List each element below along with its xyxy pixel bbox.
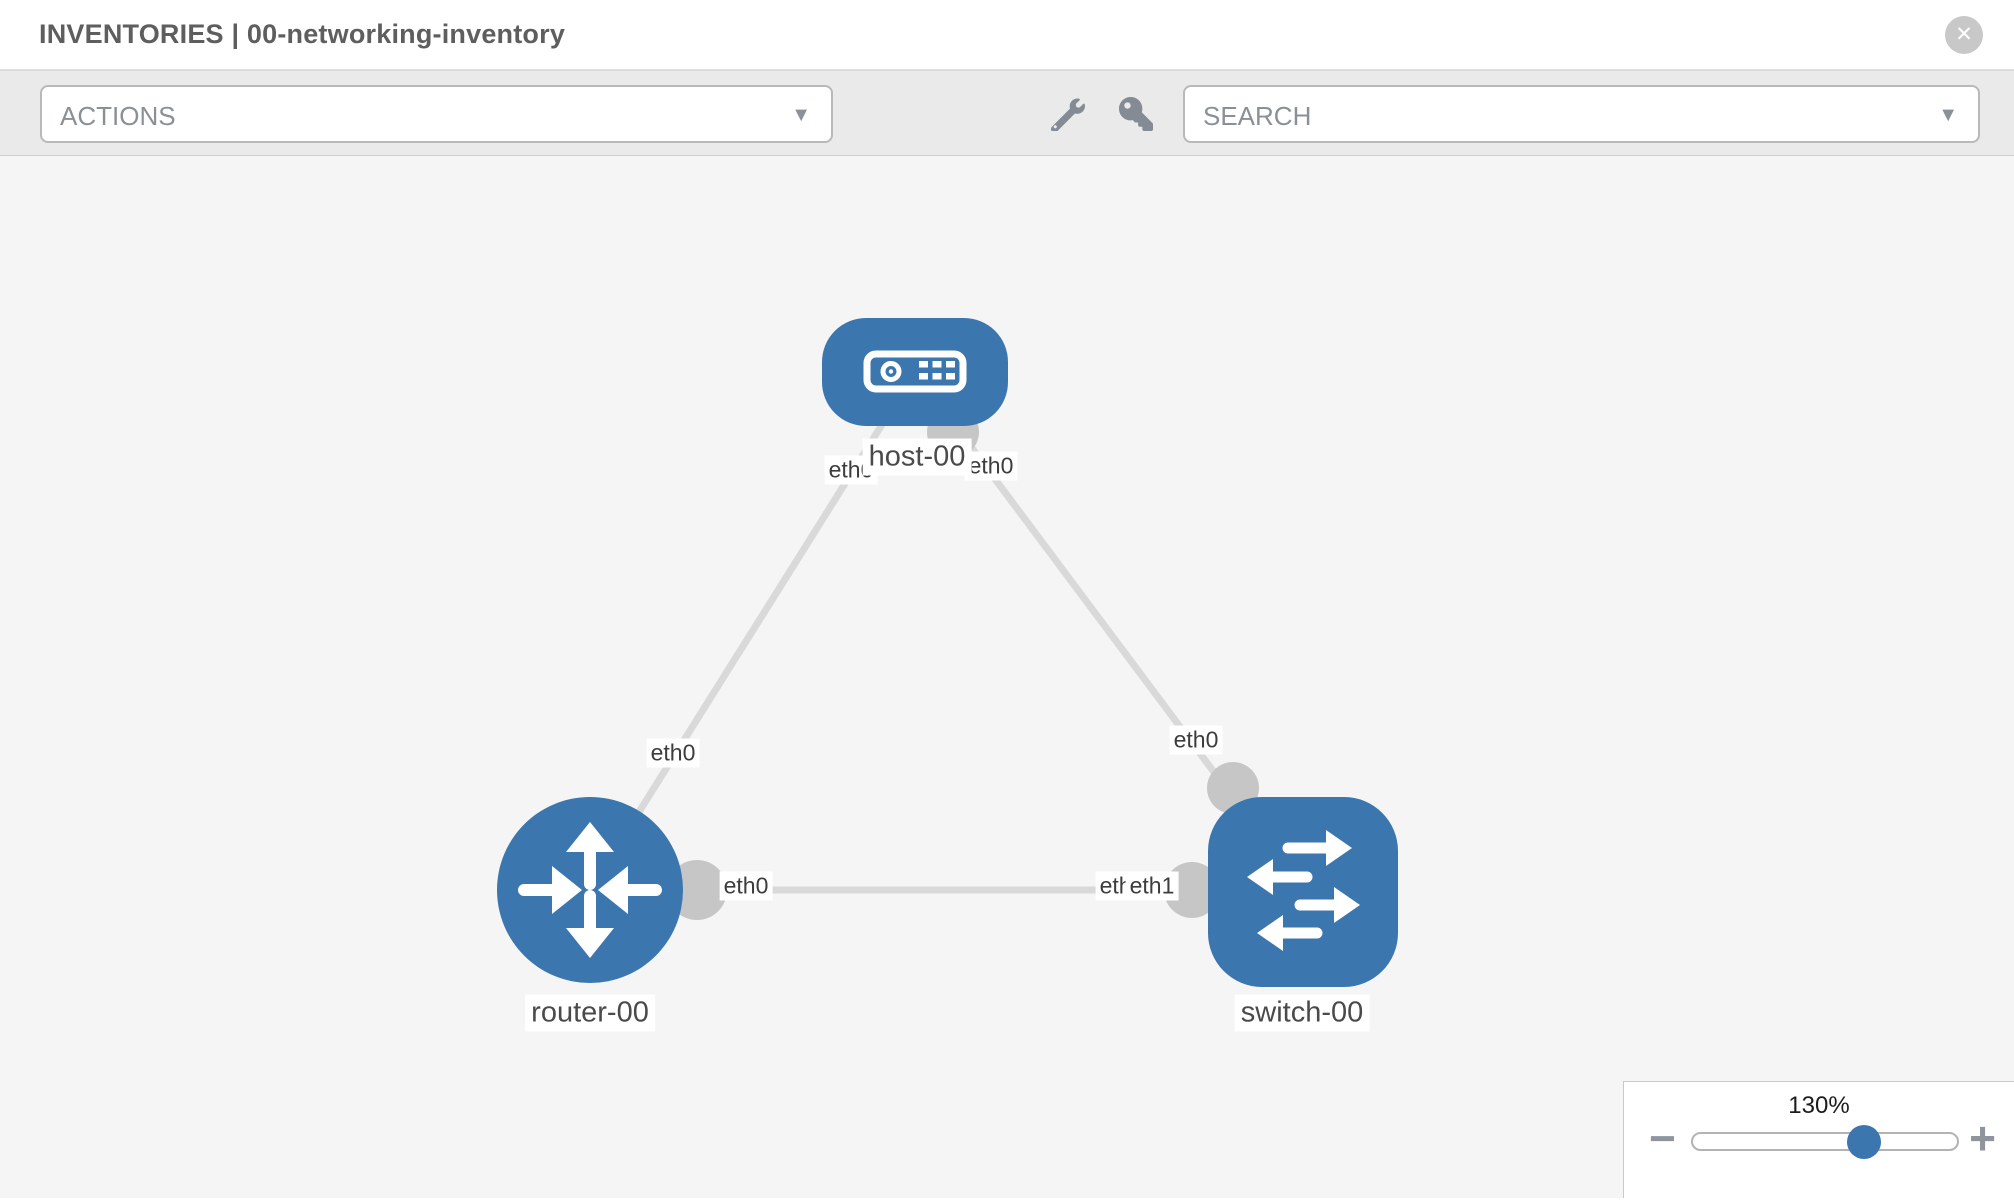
node-switch-00[interactable] [1208, 797, 1398, 987]
wrench-icon[interactable] [1050, 97, 1086, 133]
search-dropdown-label: SEARCH [1203, 101, 1312, 131]
zoom-in-plus-icon[interactable]: + [1969, 1112, 1996, 1164]
zoom-out-minus-icon[interactable]: − [1649, 1112, 1676, 1164]
actions-dropdown[interactable]: ACTIONS ▼ [40, 85, 833, 143]
zoom-slider-track[interactable] [1691, 1125, 1959, 1159]
router-arrows-icon [518, 822, 662, 958]
caret-down-icon: ▼ [1938, 104, 1958, 126]
toolbar: ACTIONS ▼ SEARCH ▼ [0, 70, 2014, 156]
caret-down-icon: ▼ [791, 104, 811, 126]
zoom-level-value: 130% [1788, 1092, 1850, 1119]
node-router-00[interactable] [497, 797, 683, 983]
search-dropdown[interactable]: SEARCH ▼ [1183, 85, 1980, 143]
topology-graph [497, 318, 1398, 987]
port-router-eth0[interactable] [667, 860, 727, 920]
zoom-control-panel: 130% − + [1623, 1081, 2014, 1198]
iface-label: eth0 [1169, 725, 1223, 755]
zoom-slider-thumb[interactable] [1847, 1125, 1881, 1159]
switch-arrows-icon [1247, 830, 1360, 951]
breadcrumb-header: INVENTORIES | 00-networking-inventory ✕ [0, 0, 2014, 70]
actions-dropdown-label: ACTIONS [60, 101, 176, 131]
key-icon[interactable] [1119, 97, 1153, 131]
iface-label: eth0 [719, 871, 773, 901]
topology-canvas[interactable]: eth0 eth0 eth0 eth0 eth0 eth0 eth1 host-… [0, 156, 2014, 1198]
iface-label: eth1 [1125, 871, 1179, 901]
node-label-router: router-00 [525, 994, 655, 1032]
iface-label: eth0 [964, 451, 1018, 481]
node-label-host: host-00 [862, 438, 972, 476]
iface-label: eth0 [646, 738, 700, 768]
page-title: INVENTORIES | 00-networking-inventory [39, 19, 566, 49]
node-host-00[interactable] [822, 318, 1008, 426]
node-label-switch: switch-00 [1234, 994, 1370, 1032]
host-device-icon [863, 350, 967, 393]
close-icon[interactable]: ✕ [1945, 16, 1983, 54]
